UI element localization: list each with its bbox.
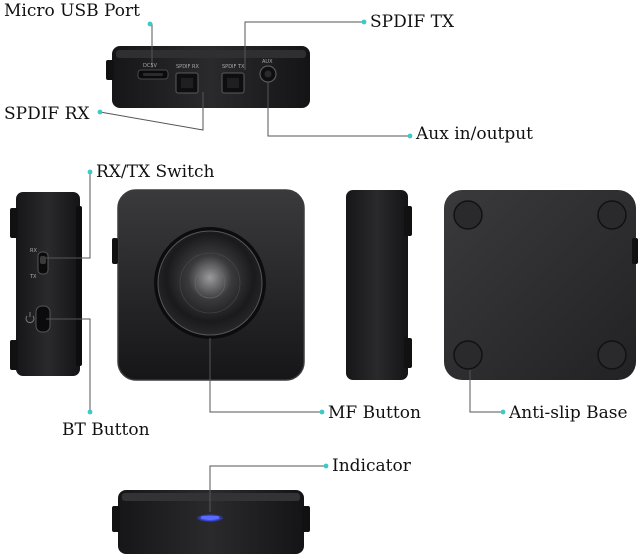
top-view — [112, 189, 305, 381]
power-icon — [25, 312, 35, 324]
label-mf-button: MF Button — [328, 403, 421, 423]
indicator-led — [196, 514, 224, 522]
anti-slip-pad — [453, 200, 627, 370]
callout-lines — [46, 21, 503, 512]
label-micro-usb-port: Micro USB Port — [4, 1, 140, 21]
spdif-tx-port — [221, 72, 245, 94]
marking-tx: TX — [29, 274, 37, 280]
label-spdif-tx: SPDIF TX — [370, 12, 455, 32]
label-indicator: Indicator — [332, 456, 411, 476]
label-rx-tx-switch: RX/TX Switch — [96, 162, 215, 182]
label-anti-slip-base: Anti-slip Base — [509, 403, 628, 423]
callout-dots — [87, 19, 506, 469]
marking-spdif-rx: SPDIF RX — [176, 64, 199, 70]
front-view — [112, 490, 310, 554]
back-panel-view — [106, 46, 310, 108]
device-markings: DC5V SPDIF RX SPDIF TX AUX RX TX — [29, 59, 273, 280]
micro-usb-port — [137, 69, 169, 80]
spdif-rx-port — [175, 72, 199, 94]
label-spdif-rx: SPDIF RX — [4, 104, 90, 124]
marking-aux: AUX — [262, 59, 273, 65]
rx-tx-switch — [37, 251, 49, 275]
base-view — [444, 190, 638, 380]
label-bt-button: BT Button — [62, 420, 150, 440]
marking-rx: RX — [30, 248, 37, 254]
right-side-view — [346, 190, 412, 380]
left-side-view — [10, 192, 82, 376]
mf-button-knob — [154, 227, 266, 339]
marking-spdif-tx: SPDIF TX — [222, 64, 245, 70]
marking-dc-in: DC5V — [143, 63, 158, 69]
aux-port — [259, 65, 277, 83]
label-aux-in-output: Aux in/output — [416, 124, 534, 144]
